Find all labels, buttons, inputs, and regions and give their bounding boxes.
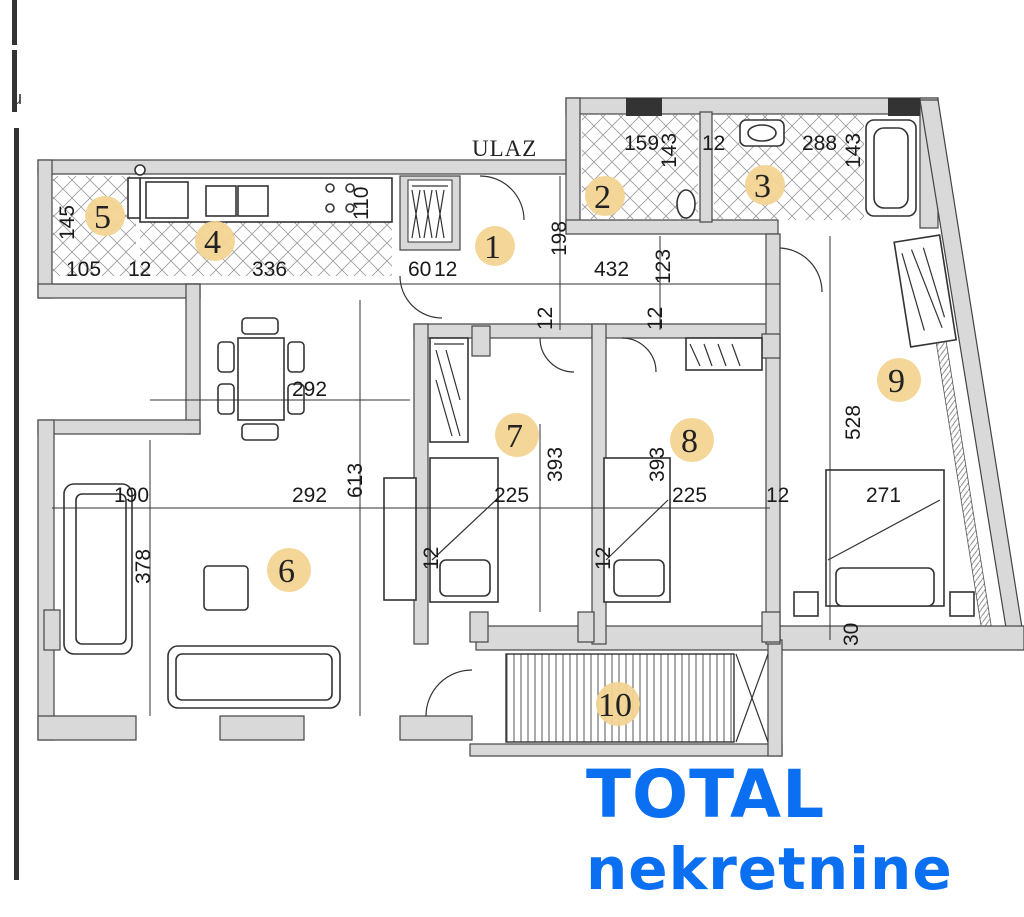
room-badge — [495, 413, 539, 457]
outer-walls — [37, 97, 1024, 757]
room-badge — [596, 682, 640, 726]
dim-label: 12 — [592, 547, 615, 570]
dim-label: 12 — [766, 484, 789, 507]
dim-label: 378 — [132, 549, 155, 584]
bathroom-fixtures — [626, 98, 920, 219]
dining-table — [217, 317, 305, 441]
room-badge — [745, 165, 785, 205]
dim-label: 393 — [544, 447, 567, 482]
dim-label: 336 — [252, 258, 287, 281]
bedroom-furniture — [383, 234, 975, 617]
room-number: 3 — [754, 168, 771, 205]
room-number: 10 — [598, 687, 632, 724]
dim-label: 432 — [594, 258, 629, 281]
room-number: 5 — [94, 199, 111, 236]
dim-label: 105 — [66, 258, 101, 281]
dim-label: 110 — [350, 187, 373, 220]
dim-label: 60 — [408, 258, 431, 281]
living-sofas — [63, 483, 341, 709]
room-badge — [877, 358, 921, 402]
room-number: 7 — [506, 418, 523, 455]
room-badge — [267, 548, 311, 592]
dim-label: 123 — [652, 249, 675, 284]
room-number: 4 — [204, 224, 221, 261]
dim-label: 198 — [548, 221, 571, 256]
room-badge — [85, 196, 125, 236]
dim-label: 528 — [842, 405, 865, 440]
dim-label: 143 — [658, 133, 681, 168]
room-badges: 1 2 3 4 5 6 7 8 9 10 — [85, 165, 921, 726]
dim-label: 159 — [624, 132, 659, 155]
door-swings — [399, 175, 823, 717]
page-border — [12, 0, 19, 880]
dim-label: 225 — [672, 484, 707, 507]
dimension-labels: 145 105 12 336 110 60 12 198 432 123 159… — [56, 132, 901, 646]
dim-label: 12 — [702, 132, 725, 155]
dim-label: 225 — [494, 484, 529, 507]
dim-label: 12 — [644, 307, 667, 330]
dim-label: 613 — [344, 463, 367, 498]
room-number: 1 — [484, 229, 501, 266]
dimension-lines — [52, 176, 831, 716]
room-number: 6 — [278, 553, 295, 590]
room-number: 8 — [681, 423, 698, 460]
dim-label: 288 — [802, 132, 837, 155]
room-badge — [670, 418, 714, 462]
room-number: 2 — [594, 179, 611, 216]
dim-label: 12 — [434, 258, 457, 281]
edge-mark: u — [12, 88, 23, 108]
dim-label: 292 — [292, 484, 327, 507]
brand-line-1: TOTAL — [586, 756, 826, 833]
room-badge — [585, 176, 625, 216]
dim-label: 12 — [534, 307, 557, 330]
dim-label: 143 — [842, 133, 865, 168]
room-badge — [475, 226, 515, 266]
dim-label: 145 — [56, 205, 79, 240]
dim-label: 30 — [840, 623, 863, 646]
dim-label: 12 — [128, 258, 151, 281]
dim-label: 190 — [114, 484, 149, 507]
kitchen-fixtures — [127, 164, 393, 223]
entrance-label: ULAZ — [472, 136, 537, 161]
dim-label: 292 — [292, 378, 327, 401]
brand-logo: TOTAL nekretnine — [586, 756, 953, 903]
room-badge — [195, 221, 235, 261]
dim-label: 271 — [866, 484, 901, 507]
brand-line-2: nekretnine — [586, 835, 953, 903]
room-number: 9 — [888, 363, 905, 400]
dim-label: 393 — [646, 447, 669, 482]
dim-label: 12 — [420, 547, 443, 570]
